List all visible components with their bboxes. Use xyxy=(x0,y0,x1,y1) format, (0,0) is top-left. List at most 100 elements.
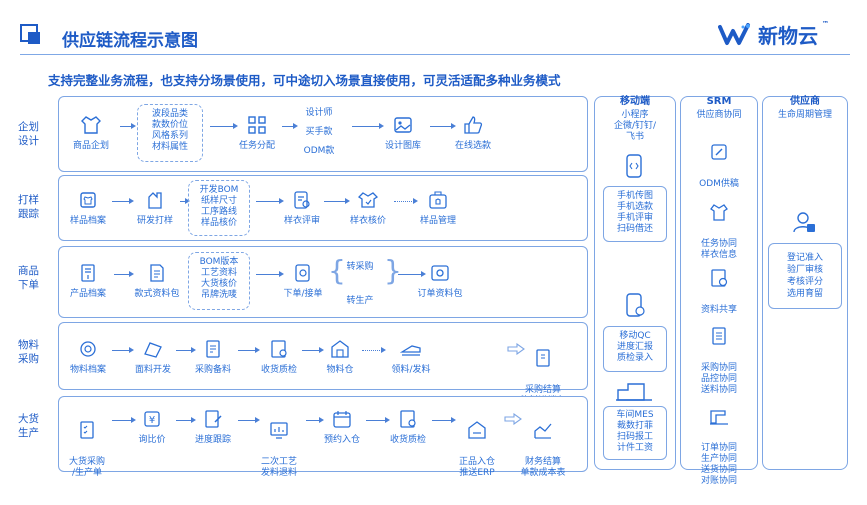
title-mark-icon xyxy=(20,24,42,46)
row-design xyxy=(58,96,588,172)
mobile-qc-icon xyxy=(626,293,645,317)
row-label-production: 大货 生产 xyxy=(18,413,39,439)
row-label-sampling: 打样 跟踪 xyxy=(18,194,39,220)
sewing-machine-icon xyxy=(710,410,728,425)
thumbs-up-icon xyxy=(464,116,483,134)
supplier-title: 供应商 xyxy=(790,96,820,107)
supplier-user-icon xyxy=(793,212,815,233)
srm-order-collab: 订单协同 生产协同 送货协同 对账协同 xyxy=(684,394,754,487)
node-progress-tracking: 进度跟踪 xyxy=(190,408,236,446)
flow-arrow xyxy=(112,198,134,204)
node-financial-settlement: 财务结算 单款成本表 xyxy=(514,408,572,479)
row-material xyxy=(58,322,588,390)
finance-icon xyxy=(534,423,552,439)
folder-shirt-icon xyxy=(80,192,96,208)
flow-arrow xyxy=(282,123,298,129)
supplier-subtitle: 生命周期管理 xyxy=(777,110,832,120)
purchase-doc-icon xyxy=(206,340,220,358)
node-sample-review: 样衣评审 xyxy=(280,189,324,227)
flow-arrow xyxy=(256,271,284,277)
node-product-planning: 商品企划 xyxy=(66,114,116,152)
branch-brace: { xyxy=(328,254,346,287)
node-issue-material: 领料/发料 xyxy=(384,338,438,376)
row-label-design: 企划 设计 xyxy=(18,121,39,147)
page-title: 供应链流程示意图 xyxy=(62,31,198,51)
qc-doc-icon xyxy=(271,340,287,358)
mobile-card-qc: 移动QC 进度汇报 质检录入 xyxy=(603,326,667,372)
node-sample-archive: 样品档案 xyxy=(66,189,110,227)
node-receive-inspect: 收货质检 xyxy=(384,408,432,446)
opt-designer: 设计师 xyxy=(305,108,333,118)
flow-arrow xyxy=(398,271,426,277)
opt-buyer: 买手款 xyxy=(305,127,333,137)
srm-title: SRM xyxy=(706,96,732,107)
srm-odm-supply: ODM供稿 xyxy=(684,130,754,190)
shirt-check-icon xyxy=(357,192,379,208)
hollow-arrow-icon xyxy=(504,413,522,425)
edit-box-icon xyxy=(711,144,727,160)
node-secondary-process: 二次工艺 发料退料 xyxy=(252,408,306,479)
node-product-archive: 产品档案 xyxy=(64,262,112,300)
node-design-gallery: 设计图库 xyxy=(380,114,426,152)
mobile-phone-icon xyxy=(626,154,642,178)
flow-arrow xyxy=(176,417,196,423)
node-bulk-purchase: 大货采购 /生产单 xyxy=(62,408,112,479)
sample-box-icon xyxy=(429,191,447,209)
node-material-warehouse: 物料仓 xyxy=(318,338,362,376)
dev-bom-box: 开发BOM 纸样尺寸 工序路线 样品核价 xyxy=(188,180,250,236)
node-sample-management: 样品管理 xyxy=(412,189,464,227)
upload-doc-icon xyxy=(711,269,728,287)
flow-arrow xyxy=(324,198,350,204)
gear-folder-icon xyxy=(431,265,449,281)
hanger-shirt-icon xyxy=(710,204,728,221)
grid-icon xyxy=(248,116,266,134)
node-online-selection: 在线选款 xyxy=(450,114,496,152)
pattern-icon xyxy=(148,192,162,209)
mobile-title: 移动端 xyxy=(620,96,650,107)
flow-arrow xyxy=(352,123,384,129)
shirt-icon xyxy=(81,116,101,134)
fabric-icon xyxy=(144,342,162,358)
opt-odm: ODM款 xyxy=(303,146,335,156)
truck-fabric-icon xyxy=(400,345,421,356)
branch-to-purchase: 转采购 xyxy=(346,262,374,272)
warehouse-icon xyxy=(331,340,349,358)
product-file-icon xyxy=(81,264,95,282)
mobile-column xyxy=(594,96,676,470)
srm-column xyxy=(680,96,758,470)
brand-tm: ™ xyxy=(822,20,829,28)
srm-purchase-collab: 采购协同 品控协同 送料协同 xyxy=(684,314,754,396)
node-order-package: 订单资料包 xyxy=(410,262,470,300)
checklist-icon xyxy=(80,421,94,439)
supplier-column xyxy=(762,96,848,470)
flow-arrow xyxy=(238,347,260,353)
branch-to-production: 转生产 xyxy=(346,296,374,306)
srm-data-sharing: 资料共享 xyxy=(684,256,754,316)
subtitle: 支持完整业务流程，也支持分场景使用，可中途切入场景直接使用，可灵活适配多种业务模… xyxy=(48,73,561,88)
brand-w-icon xyxy=(718,22,750,45)
flow-arrow xyxy=(432,417,456,423)
srm-subtitle: 供应商协同 xyxy=(696,110,742,120)
brand-logo: 新物云 ™ xyxy=(718,20,829,49)
flow-arrow xyxy=(366,417,390,423)
flow-arrow xyxy=(238,417,260,423)
list-doc-icon xyxy=(712,327,726,345)
mobile-subtitle: 小程序 企微/钉钉/ 飞书 xyxy=(613,110,657,142)
node-purchase-prep: 采购备料 xyxy=(190,338,236,376)
monitor-chart-icon xyxy=(270,422,288,439)
bom-version-box: BOM版本 工艺资料 大货核价 吊牌洗唛 xyxy=(188,252,250,310)
row-label-material: 物料 采购 xyxy=(18,339,39,365)
planning-attributes-box: 波段品类 款数价位 风格系列 材料属性 xyxy=(137,104,203,162)
workshop-machine-icon xyxy=(616,383,652,401)
flow-arrow xyxy=(176,347,196,353)
svg-text:¥: ¥ xyxy=(149,415,155,426)
order-icon xyxy=(295,264,310,282)
node-material-archive: 物料档案 xyxy=(64,338,112,376)
merge-brace: } xyxy=(384,254,402,287)
node-receive-qc: 收货质检 xyxy=(256,338,302,376)
header-divider xyxy=(20,54,850,55)
node-sample-dev: 研发打样 xyxy=(130,189,180,227)
supplier-lifecycle-card: 登记准入 验厂审核 考核评分 选用育留 xyxy=(768,243,842,309)
row-production xyxy=(58,396,588,472)
edit-doc-icon xyxy=(205,410,222,428)
